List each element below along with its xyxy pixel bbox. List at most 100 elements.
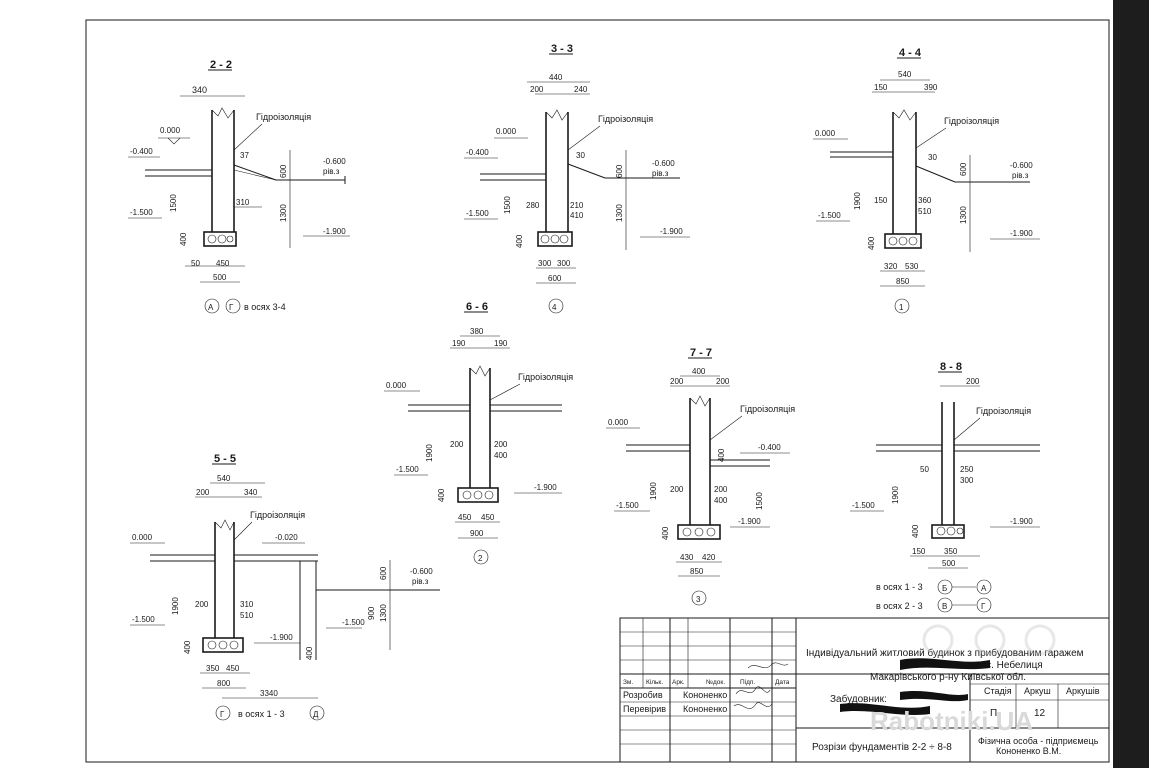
svg-text:320: 320 [884,262,898,271]
svg-text:400: 400 [911,524,920,538]
svg-text:1500: 1500 [503,196,512,214]
svg-text:0.000: 0.000 [608,418,629,427]
svg-text:в осях 1 - 3: в осях 1 - 3 [876,582,923,592]
section-title: 7 - 7 [690,347,712,359]
svg-text:-0.400: -0.400 [758,443,781,452]
svg-text:Підп.: Підп. [740,678,755,686]
svg-text:850: 850 [690,567,704,576]
svg-text:540: 540 [217,474,231,483]
svg-text:Аркушів: Аркушів [1066,686,1100,696]
svg-text:500: 500 [213,273,227,282]
svg-text:Гідроізоляція: Гідроізоляція [518,372,573,382]
svg-text:240: 240 [574,85,588,94]
viewer-side-bar [1113,0,1149,768]
section-5-5: 5 - 5 540 200 340 200 310 510 1900 400 3… [130,453,440,721]
svg-text:Гідроізоляція: Гідроізоляція [250,510,305,520]
svg-text:-1.900: -1.900 [270,633,293,642]
svg-text:450: 450 [481,513,495,522]
svg-text:380: 380 [470,327,484,336]
svg-text:400: 400 [661,526,670,540]
svg-text:в осях 2 - 3: в осях 2 - 3 [876,601,923,611]
svg-text:200: 200 [195,600,209,609]
svg-text:Фізична особа - підприємець: Фізична особа - підприємець [978,736,1099,746]
signature-top [747,662,789,669]
svg-text:200: 200 [670,485,684,494]
signature-drawing [735,686,771,695]
sheet-border [85,19,1110,763]
svg-text:-1.500: -1.500 [466,209,489,218]
section-title: 8 - 8 [940,361,962,373]
svg-text:200: 200 [966,377,980,386]
section-title: 6 - 6 [466,301,488,313]
svg-text:№док.: №док. [706,679,725,686]
svg-text:Г: Г [229,303,234,312]
redaction-mark [900,658,990,670]
svg-text:1900: 1900 [171,597,180,615]
svg-text:-1.500: -1.500 [852,501,875,510]
svg-text:0.000: 0.000 [160,126,181,135]
svg-text:540: 540 [898,70,912,79]
svg-text:Дата: Дата [775,679,790,686]
svg-text:200: 200 [196,488,210,497]
svg-text:1900: 1900 [649,482,658,500]
svg-text:300: 300 [557,259,571,268]
svg-text:-0.600: -0.600 [652,159,675,168]
svg-text:-0.020: -0.020 [275,533,298,542]
footing-block [457,487,499,503]
svg-text:400: 400 [437,488,446,502]
svg-text:50: 50 [920,465,929,474]
footing-block [884,233,922,249]
section-6-6: 6 - 6 380 190 190 200 200 400 1900 400 4… [384,301,573,565]
svg-text:Макарівського р-ну Київської о: Макарівського р-ну Київської обл. [870,671,1026,683]
svg-text:-1.900: -1.900 [534,483,557,492]
svg-text:800: 800 [217,679,231,688]
svg-text:1300: 1300 [279,204,288,222]
watermark-logo-icon [922,624,1056,656]
svg-text:340: 340 [244,488,258,497]
svg-text:200: 200 [450,440,464,449]
svg-text:400: 400 [692,367,706,376]
svg-text:30: 30 [928,153,937,162]
svg-text:900: 900 [367,606,376,620]
svg-text:310: 310 [236,198,250,207]
svg-text:Кільк.: Кільк. [646,678,663,686]
svg-text:450: 450 [226,664,240,673]
svg-text:в осях 1 - 3: в осях 1 - 3 [238,709,285,719]
svg-text:400: 400 [515,234,524,248]
svg-text:0.000: 0.000 [496,127,517,136]
svg-text:3340: 3340 [260,689,278,698]
svg-text:150: 150 [874,196,888,205]
svg-text:1300: 1300 [379,604,388,622]
svg-text:в с. Небелиця: в с. Небелиця [978,659,1043,671]
svg-text:420: 420 [702,553,716,562]
svg-text:150: 150 [912,547,926,556]
svg-text:Арк.: Арк. [672,679,685,686]
section-7-7: 7 - 7 400 200 200 400 200 200 400 1900 1… [606,347,795,606]
svg-text:Гідроізоляція: Гідроізоляція [976,406,1031,416]
svg-text:190: 190 [494,339,508,348]
footing-block [203,231,237,247]
svg-text:1900: 1900 [425,444,434,462]
svg-text:рів.з: рів.з [412,577,429,586]
svg-text:400: 400 [717,448,726,462]
footing-block [537,231,573,247]
svg-text:530: 530 [905,262,919,271]
svg-text:450: 450 [458,513,472,522]
svg-text:-0.400: -0.400 [466,148,489,157]
svg-text:30: 30 [576,151,585,160]
svg-text:Гідроізоляція: Гідроізоляція [598,114,653,124]
svg-text:400: 400 [179,232,188,246]
svg-text:600: 600 [959,162,968,176]
svg-text:А: А [981,584,987,593]
svg-text:400: 400 [714,496,728,505]
section-title: 2 - 2 [210,59,232,71]
svg-text:Гідроізоляція: Гідроізоляція [944,116,999,126]
redaction-mark [840,703,930,715]
svg-text:В: В [942,602,947,611]
svg-text:200: 200 [494,440,508,449]
svg-text:Гідроізоляція: Гідроізоляція [256,112,311,122]
svg-text:1300: 1300 [615,204,624,222]
svg-text:Перевірив: Перевірив [623,704,666,714]
svg-text:Кононенко В.М.: Кононенко В.М. [996,746,1061,756]
